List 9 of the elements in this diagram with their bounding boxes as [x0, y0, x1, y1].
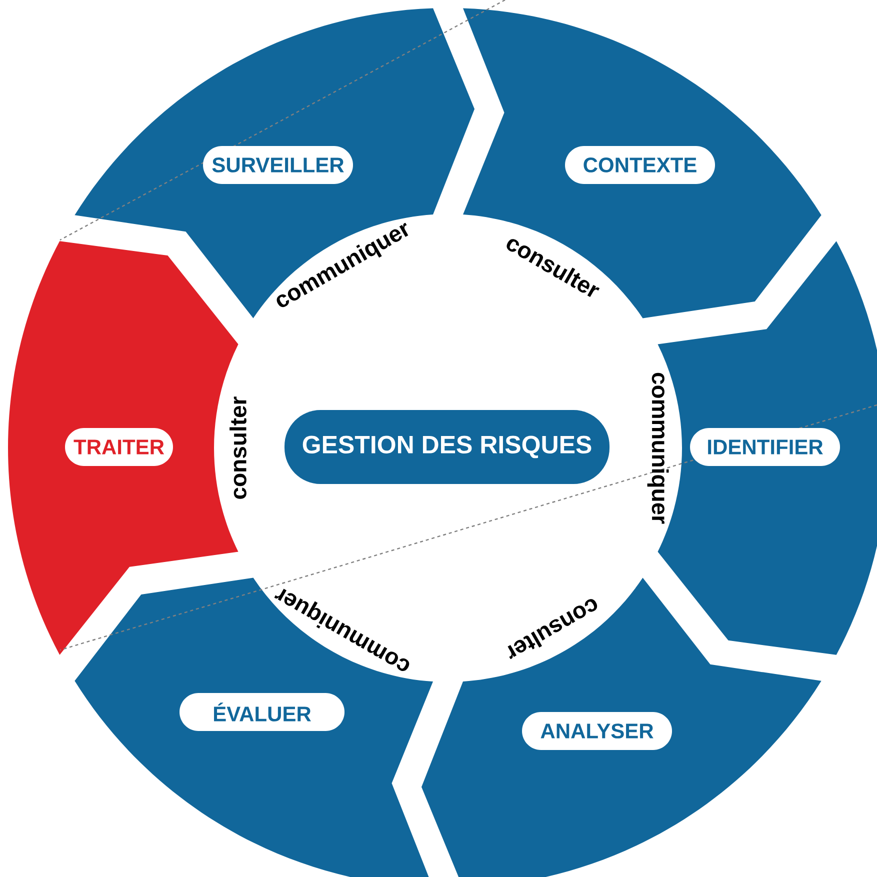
label-pill: ANALYSER: [522, 712, 672, 750]
label-pill: CONTEXTE: [565, 146, 716, 184]
label-pill: TRAITER: [65, 428, 173, 466]
cycle-word: consulter: [230, 396, 246, 499]
cycle-word: communiquer: [647, 372, 669, 524]
title-pill: GESTION DES RISQUES: [284, 410, 610, 484]
label-pill: ÉVALUER: [180, 693, 344, 731]
label-pill: SURVEILLER: [203, 146, 353, 184]
label-pill: IDENTIFIER: [690, 428, 840, 466]
